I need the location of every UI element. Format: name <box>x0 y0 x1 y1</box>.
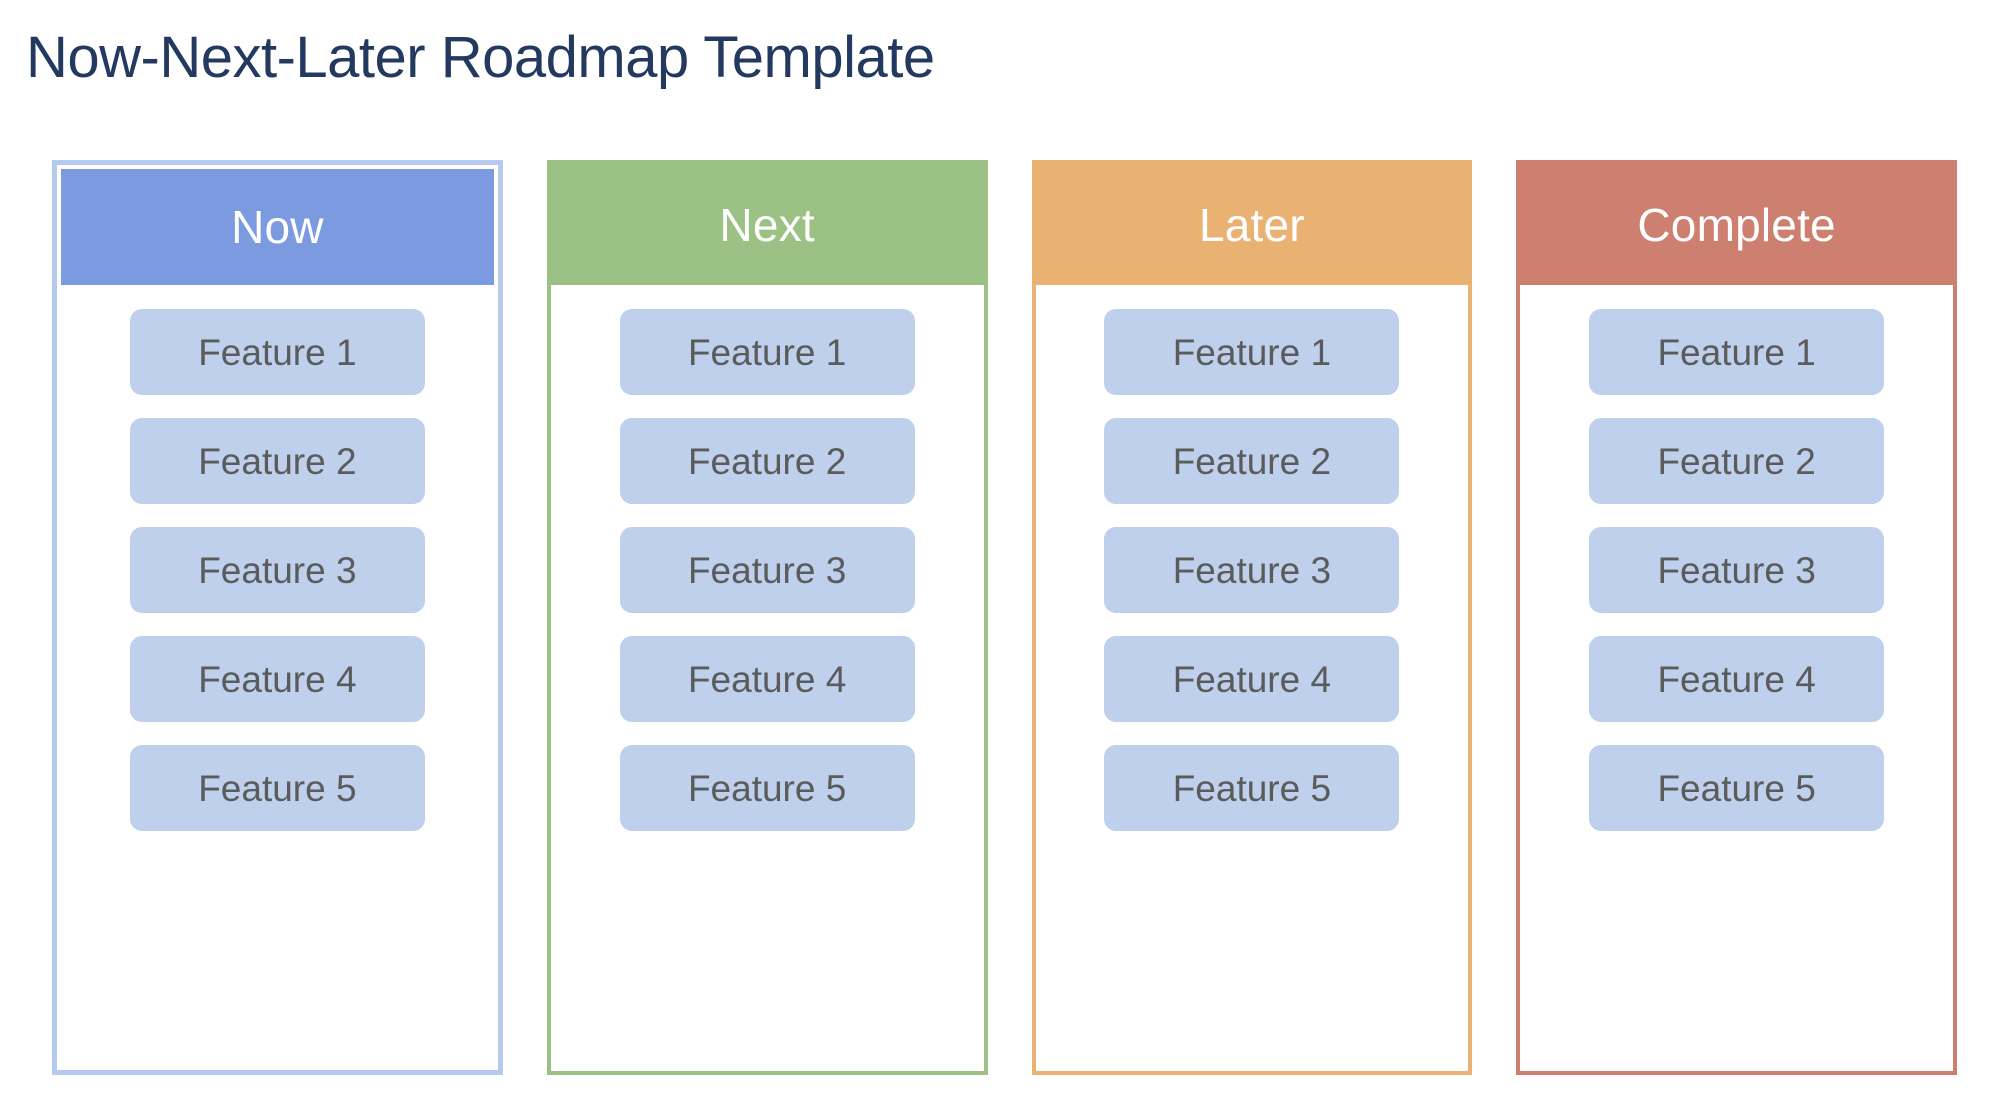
column-header-label: Now <box>231 201 324 253</box>
feature-card-label: Feature 5 <box>1657 767 1816 809</box>
feature-card[interactable]: Feature 4 <box>129 636 425 722</box>
feature-card-label: Feature 1 <box>1657 331 1816 373</box>
feature-card[interactable]: Feature 4 <box>1104 636 1400 722</box>
page-title: Now-Next-Later Roadmap Template <box>26 25 935 90</box>
feature-card-label: Feature 2 <box>198 440 357 482</box>
feature-card[interactable]: Feature 3 <box>1589 527 1885 613</box>
feature-card[interactable]: Feature 3 <box>129 527 425 613</box>
feature-card[interactable]: Feature 4 <box>1589 636 1885 722</box>
feature-card[interactable]: Feature 5 <box>619 745 915 831</box>
column-header-next[interactable]: Next <box>550 164 984 285</box>
feature-card-label: Feature 3 <box>1657 549 1816 591</box>
column-header-later[interactable]: Later <box>1035 164 1469 285</box>
feature-card-label: Feature 3 <box>1172 549 1332 591</box>
feature-card-label: Feature 1 <box>687 331 847 373</box>
feature-card-label: Feature 4 <box>1172 658 1332 700</box>
feature-card-label: Feature 2 <box>1172 440 1332 482</box>
feature-card[interactable]: Feature 1 <box>1104 309 1400 395</box>
column-header-complete[interactable]: Complete <box>1520 164 1953 285</box>
feature-card[interactable]: Feature 2 <box>1104 418 1400 504</box>
feature-card-label: Feature 2 <box>1657 440 1816 482</box>
feature-card-label: Feature 4 <box>198 658 357 700</box>
feature-card[interactable]: Feature 2 <box>619 418 915 504</box>
feature-card-label: Feature 1 <box>1172 331 1332 373</box>
column-header-label: Complete <box>1637 198 1836 251</box>
feature-card-label: Feature 3 <box>687 549 847 591</box>
feature-card-label: Feature 5 <box>198 767 357 809</box>
column-header-now[interactable]: Now <box>61 169 494 285</box>
feature-card[interactable]: Feature 3 <box>619 527 915 613</box>
column-body-later: Feature 1 Feature 2 Feature 3 Feature 4 Feat… <box>1036 285 1469 1071</box>
feature-card-label: Feature 3 <box>198 549 357 591</box>
column-body-now: Feature 1 Feature 2 Feature 3 Feature 4 Feat… <box>61 285 494 1070</box>
column-body-next: Feature 1 Feature 2 Feature 3 Feature 4 Feat… <box>551 285 984 1071</box>
feature-card-label: Feature 5 <box>1172 767 1332 809</box>
feature-card-label: Feature 2 <box>687 440 847 482</box>
feature-card[interactable]: Feature 5 <box>1104 745 1400 831</box>
feature-card-label: Feature 4 <box>687 658 847 700</box>
column-header-label: Next <box>719 198 815 251</box>
feature-card[interactable]: Feature 2 <box>129 418 425 504</box>
column-header-label: Later <box>1198 198 1305 251</box>
column-body-complete: Feature 1 Feature 2 Feature 3 Feature 4 Feat… <box>1520 285 1953 1071</box>
feature-card-label: Feature 5 <box>687 767 847 809</box>
feature-card[interactable]: Feature 1 <box>129 309 425 395</box>
feature-card-label: Feature 4 <box>1657 658 1816 700</box>
feature-card[interactable]: Feature 5 <box>129 745 425 831</box>
feature-card[interactable]: Feature 4 <box>619 636 915 722</box>
feature-card[interactable]: Feature 1 <box>619 309 915 395</box>
feature-card[interactable]: Feature 3 <box>1104 527 1400 613</box>
feature-card[interactable]: Feature 5 <box>1589 745 1885 831</box>
feature-card[interactable]: Feature 1 <box>1589 309 1885 395</box>
feature-card-label: Feature 1 <box>198 331 357 373</box>
feature-card[interactable]: Feature 2 <box>1589 418 1885 504</box>
